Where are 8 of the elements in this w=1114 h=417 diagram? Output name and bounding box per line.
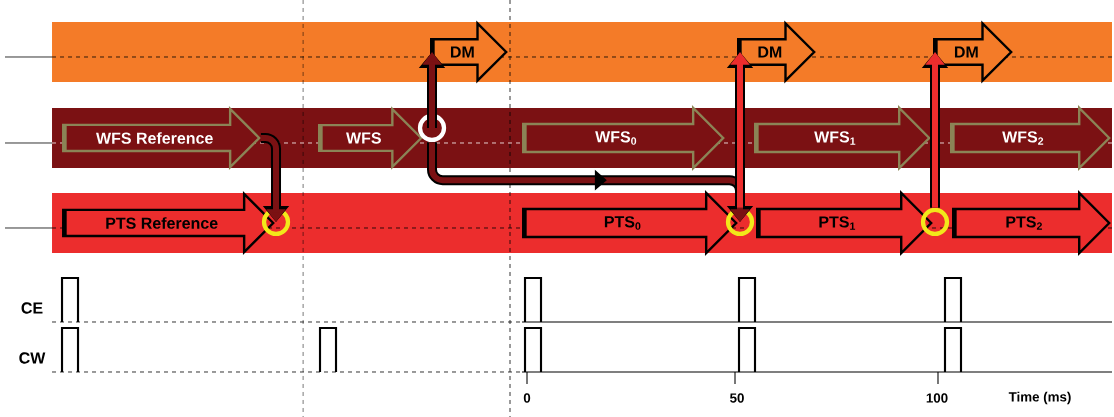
axis-label: 100 <box>926 393 948 403</box>
axis-label: Time (ms) <box>1008 391 1071 405</box>
axis-label: 0 <box>523 393 531 403</box>
axis-label: 50 <box>730 393 744 403</box>
axis-label: CW <box>19 352 46 364</box>
ring-marker <box>920 207 950 237</box>
ring-marker <box>417 113 447 143</box>
axis-label: CE <box>21 302 43 314</box>
